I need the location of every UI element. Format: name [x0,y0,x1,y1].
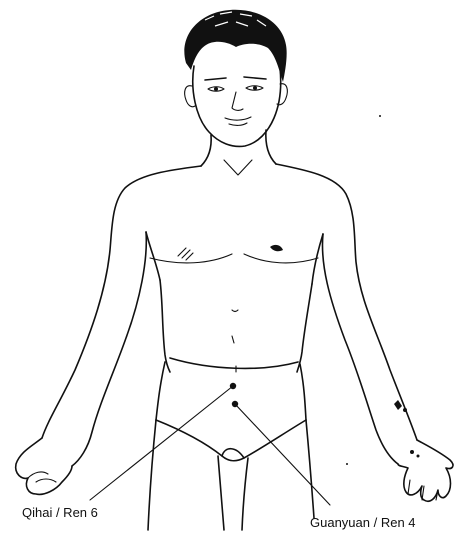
qihai-leader-line [90,386,233,500]
qihai-label: Qihai / Ren 6 [22,506,98,519]
dust-mark [379,115,381,117]
acupoints [230,383,238,407]
torso-and-arms [42,164,417,466]
hair [184,10,286,82]
guanyuan-label: Guanyuan / Ren 4 [310,516,416,529]
leader-lines [90,386,330,505]
hands [16,400,453,501]
head [185,66,288,146]
dust-mark [346,463,348,465]
neck [201,130,276,175]
